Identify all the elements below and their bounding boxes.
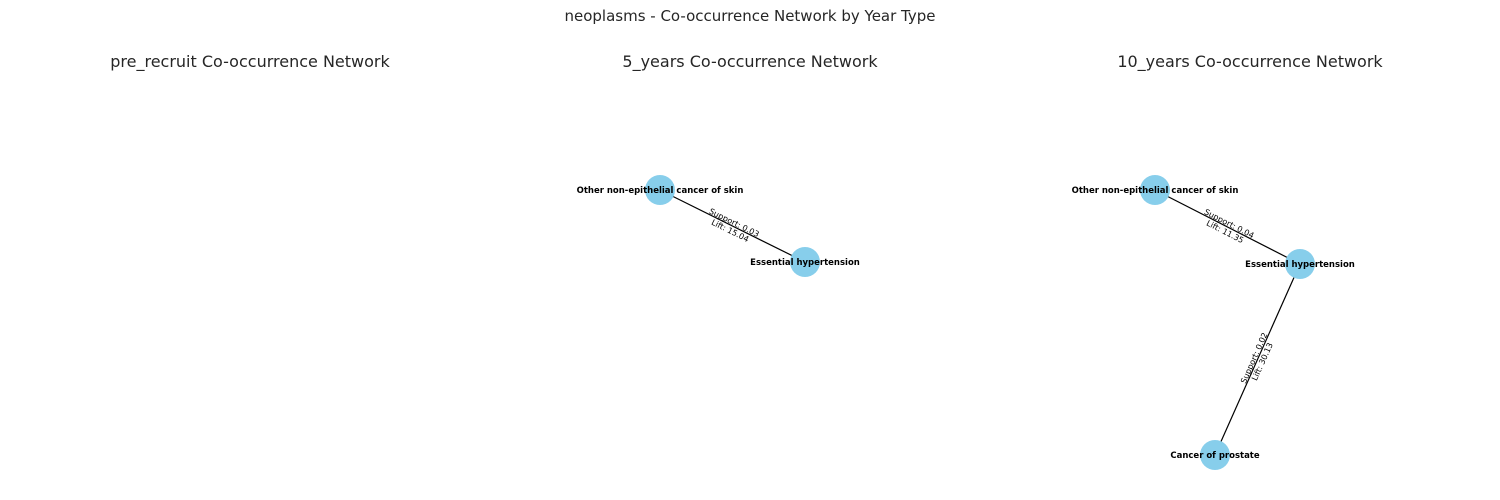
panel-pre-recruit: pre_recruit Co-occurrence Network [0,0,500,500]
edge-line [659,189,806,263]
panel-title-pre-recruit: pre_recruit Co-occurrence Network [110,52,390,71]
network-pre-recruit [0,0,500,500]
node-circle [1200,440,1230,470]
node-circle [1285,249,1315,279]
network-node: Other non-epithelial cancer of skin [1072,175,1239,205]
node-label: Other non-epithelial cancer of skin [1072,186,1239,196]
panel-5-years: 5_years Co-occurrence Network Support: 0… [500,0,1000,500]
network-node: Other non-epithelial cancer of skin [577,175,744,205]
edge-line [1154,189,1301,265]
network-node: Essential hypertension [1245,249,1355,279]
node-label: Other non-epithelial cancer of skin [577,186,744,196]
panel-title-10-years: 10_years Co-occurrence Network [1117,52,1383,71]
edge-line [1214,263,1301,456]
panel-title-5-years: 5_years Co-occurrence Network [622,52,878,71]
node-label: Essential hypertension [750,258,860,268]
network-node: Essential hypertension [750,247,860,277]
panel-10-years: 10_years Co-occurrence Network Support: … [1000,0,1500,500]
node-circle [645,175,675,205]
node-circle [790,247,820,277]
figure-title: neoplasms - Co-occurrence Network by Yea… [564,7,936,25]
node-circle [1140,175,1170,205]
node-label: Essential hypertension [1245,260,1355,270]
network-node: Cancer of prostate [1170,440,1260,470]
node-label: Cancer of prostate [1170,451,1260,461]
